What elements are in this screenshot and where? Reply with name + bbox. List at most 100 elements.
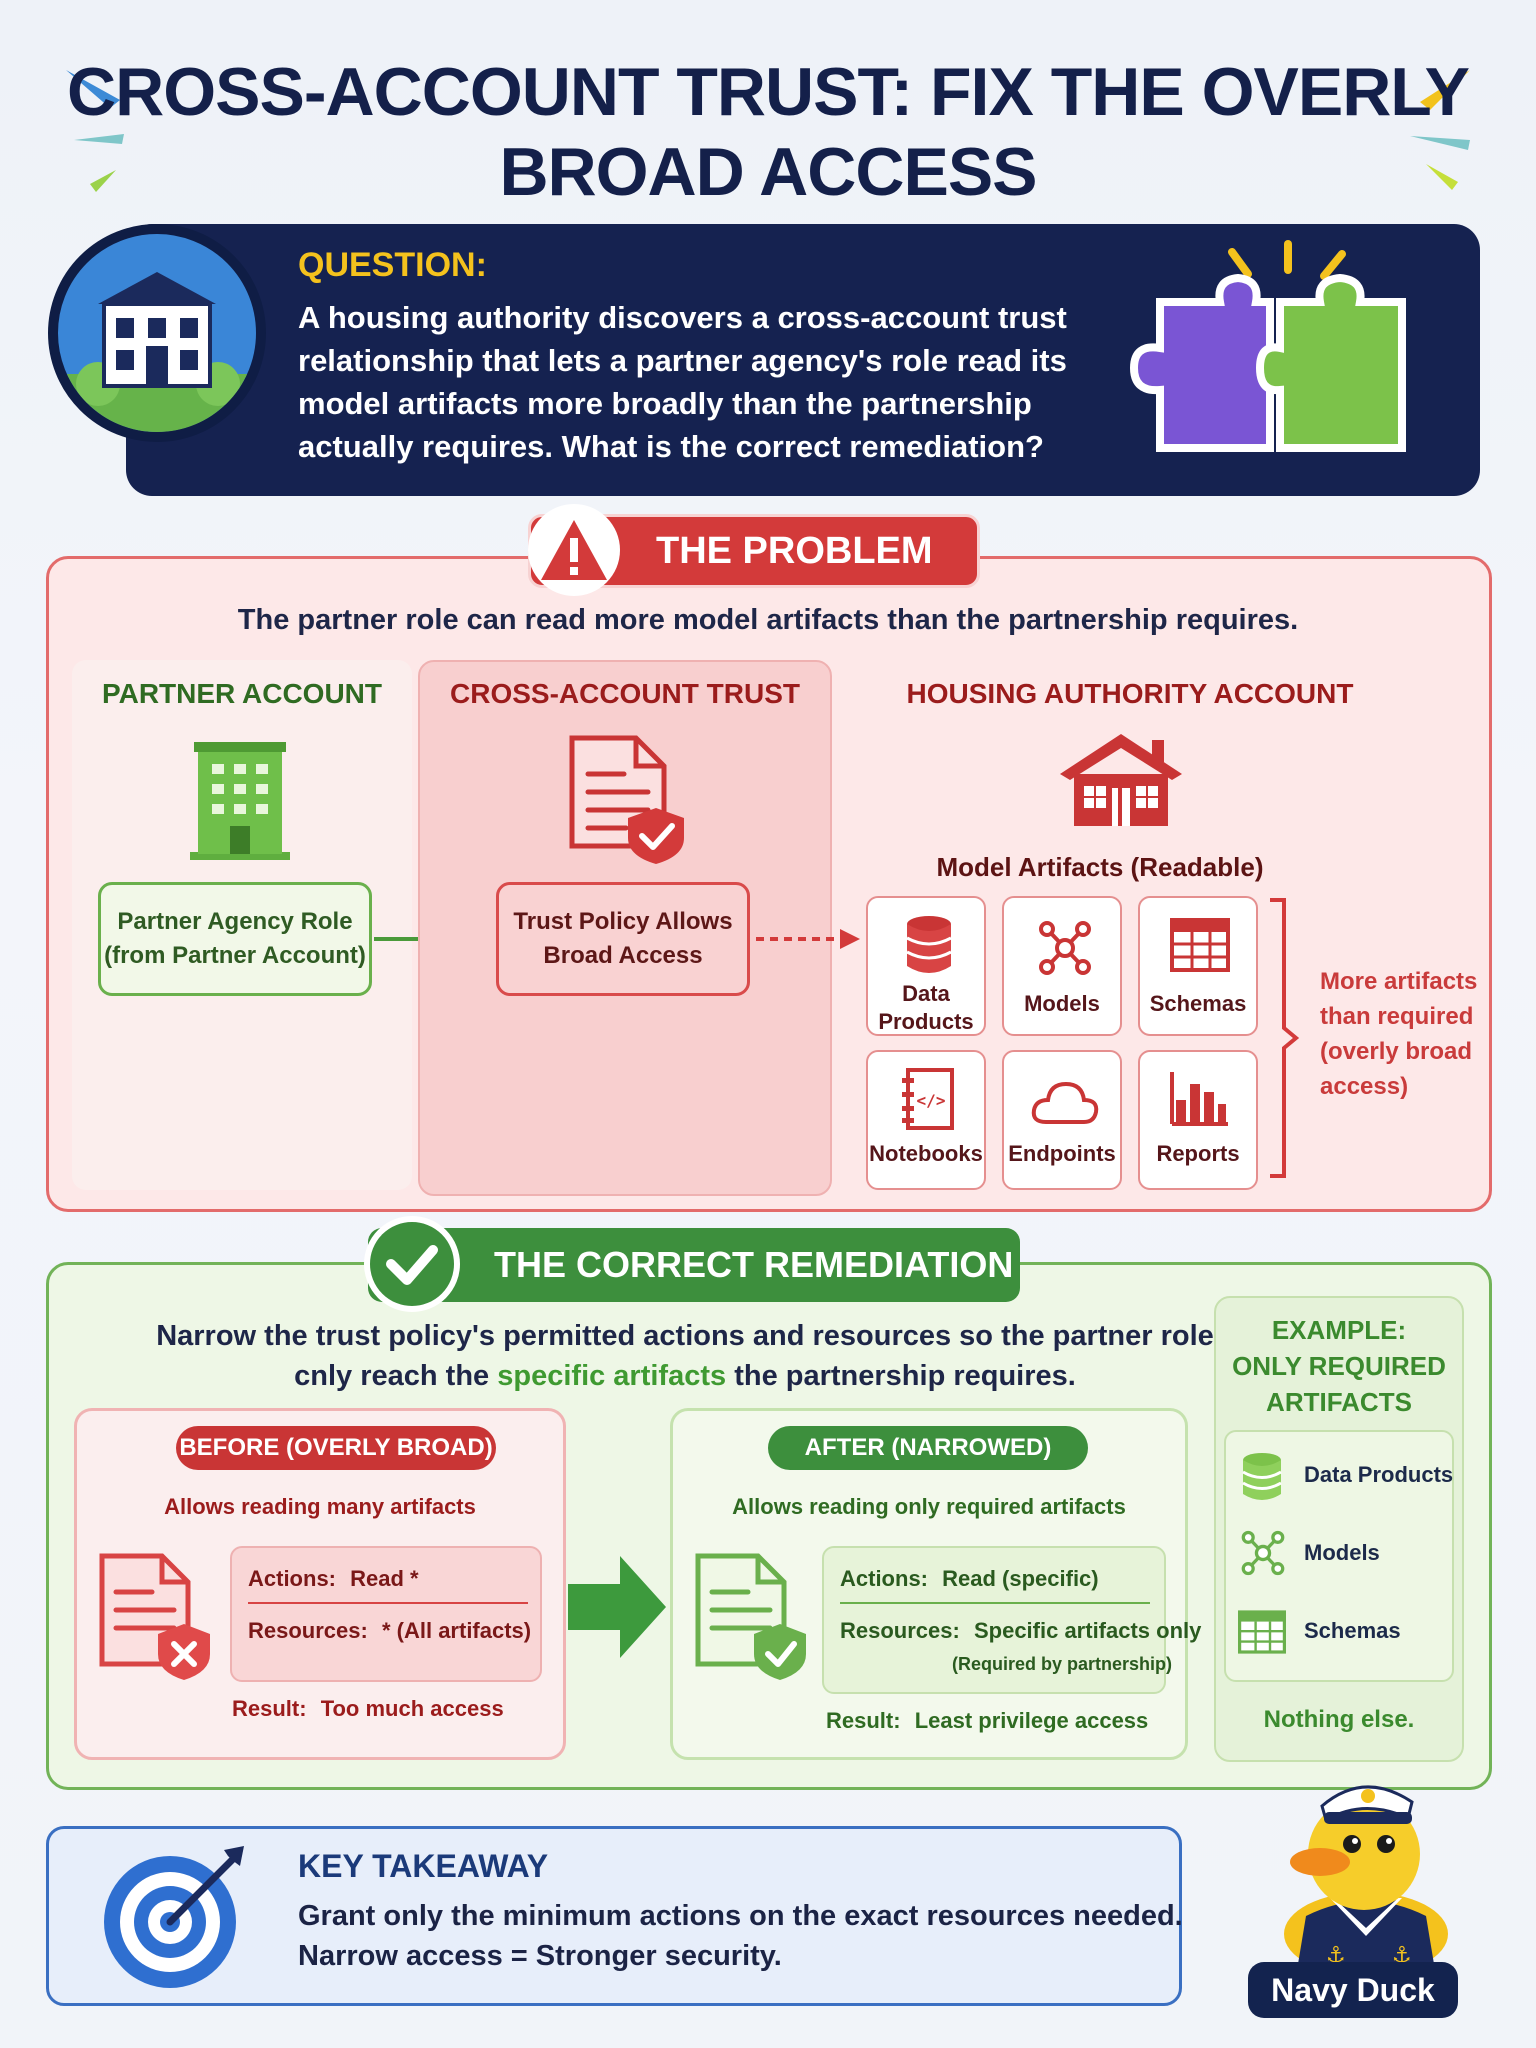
artifact-label: Reports <box>1156 1141 1240 1166</box>
after-result: Result: Least privilege access <box>826 1708 1148 1734</box>
page-title: CROSS-ACCOUNT TRUST: FIX THE OVERLY BROA… <box>0 52 1536 212</box>
after-actions-value: Read (specific) <box>942 1566 1099 1591</box>
housing-authority-heading: HOUSING AUTHORITY ACCOUNT <box>906 678 1354 709</box>
after-result-label: Result: <box>826 1708 901 1733</box>
takeaway-text: Grant only the minimum actions on the ex… <box>298 1896 1183 1976</box>
artifact-label: Schemas <box>1149 991 1247 1016</box>
note-line-4: access) <box>1320 1073 1409 1100</box>
remediation-desc-part-3: the partnership requires. <box>726 1360 1076 1392</box>
house-icon <box>48 224 266 442</box>
notebook-icon: </> <box>902 1068 954 1130</box>
after-pill: AFTER (NARROWED) <box>768 1426 1088 1470</box>
partner-role-line-1: Partner Agency Role <box>117 908 353 935</box>
example-title-line-3: ARTIFACTS <box>1266 1387 1412 1417</box>
artifact-notebooks: </> Notebooks <box>866 1050 986 1190</box>
trust-heading: CROSS-ACCOUNT TRUST <box>450 678 800 709</box>
artifact-label: Products <box>878 1009 974 1034</box>
navy-duck-mascot: ⚓ ⚓ <box>1284 1785 1448 1976</box>
before-policy-box: Actions: Read * Resources: * (All artifa… <box>230 1546 542 1682</box>
example-title-line-2: ONLY REQUIRED <box>1232 1351 1446 1381</box>
partner-role-line-2: (from Partner Account) <box>104 942 366 969</box>
network-icon <box>1241 1530 1285 1576</box>
svg-text:</>: </> <box>917 1091 946 1110</box>
artifact-reports: Reports <box>1138 1050 1258 1190</box>
check-icon <box>386 1245 438 1285</box>
remediation-heading: THE CORRECT REMEDIATION <box>494 1244 1014 1285</box>
check-badge <box>364 1216 460 1312</box>
example-title-line-1: EXAMPLE: <box>1271 1315 1407 1345</box>
warning-badge <box>528 504 620 596</box>
database-icon <box>906 916 952 973</box>
before-resources-label: Resources: <box>248 1618 368 1643</box>
trust-policy-line-1: Trust Policy Allows <box>513 908 733 935</box>
before-subtitle: Allows reading many artifacts <box>164 1494 476 1519</box>
remediation-desc-part-1: Narrow the trust policy's permitted acti… <box>156 1320 1214 1352</box>
problem-description: The partner role can read more model art… <box>237 604 1299 636</box>
table-icon <box>1238 1610 1286 1654</box>
artifact-models: Models <box>1002 896 1122 1036</box>
note-line-3: (overly broad <box>1320 1038 1473 1065</box>
overly-broad-note: More artifacts than required (overly bro… <box>1320 964 1490 1104</box>
before-actions-value: Read * <box>350 1566 419 1591</box>
before-result-value: Too much access <box>320 1696 504 1721</box>
before-actions-label: Actions: <box>248 1566 336 1591</box>
before-resources-value: * (All artifacts) <box>381 1618 532 1643</box>
mascot-name-badge: Navy Duck <box>1248 1962 1458 2018</box>
after-divider <box>840 1602 1150 1604</box>
artifact-label: Endpoints <box>1008 1141 1116 1166</box>
artifact-label: Data <box>902 981 950 1006</box>
before-result-label: Result: <box>232 1696 307 1721</box>
trust-policy-box: Trust Policy Allows Broad Access <box>496 882 750 996</box>
dashed-arrow-icon <box>756 929 860 949</box>
table-icon <box>1170 918 1230 972</box>
problem-heading: THE PROBLEM <box>656 530 933 572</box>
takeaway-line-1: Grant only the minimum actions on the ex… <box>298 1900 1183 1932</box>
before-pill: BEFORE (OVERLY BROAD) <box>176 1426 496 1470</box>
before-divider <box>248 1602 528 1604</box>
remediation-desc-part-2: cnly reach the <box>294 1360 498 1392</box>
artifact-data-products: Data Products <box>866 896 986 1036</box>
trust-policy-line-2: Broad Access <box>543 942 703 969</box>
after-policy-box: Actions: Read (specific) Resources: Spec… <box>822 1546 1201 1694</box>
takeaway-title: KEY TAKEAWAY <box>298 1848 549 1884</box>
puzzle-icon <box>1129 240 1406 452</box>
example-item-data-products: Data Products <box>1304 1462 1454 1487</box>
partner-agency-role-box: Partner Agency Role (from Partner Accoun… <box>98 882 372 996</box>
remediation-desc-highlight: specific artifacts <box>497 1360 727 1392</box>
after-actions-label: Actions: <box>840 1566 928 1591</box>
after-resources-note: (Required by partnership) <box>952 1654 1173 1674</box>
artifact-label: Notebooks <box>869 1141 983 1166</box>
title-line-2: BROAD ACCESS <box>499 134 1037 210</box>
after-subtitle: Allows reading only required artifacts <box>732 1494 1126 1519</box>
question-label: QUESTION: <box>298 246 487 284</box>
title-sparkles-right <box>1410 70 1470 190</box>
warning-icon <box>541 520 607 580</box>
title-line-1: CROSS-ACCOUNT TRUST: FIX THE OVERLY <box>67 54 1470 130</box>
after-resources-label: Resources: <box>840 1618 960 1643</box>
after-result-value: Least privilege access <box>914 1708 1149 1733</box>
example-item-schemas: Schemas <box>1304 1618 1401 1643</box>
big-arrow-icon <box>568 1556 666 1658</box>
example-footer: Nothing else. <box>1263 1706 1415 1733</box>
title-sparkles-left <box>66 70 124 192</box>
cloud-icon <box>1031 1081 1099 1124</box>
artifact-endpoints: Endpoints <box>1002 1050 1122 1190</box>
after-resources-value: Specific artifacts only <box>973 1618 1202 1643</box>
before-result: Result: Too much access <box>232 1696 504 1722</box>
remediation-heading-pill <box>368 1228 1020 1302</box>
note-line-1: More artifacts <box>1320 968 1478 995</box>
network-icon <box>1039 921 1091 975</box>
denied-document-icon <box>99 1553 210 1680</box>
example-item-models: Models <box>1304 1540 1380 1565</box>
model-artifacts-heading: Model Artifacts (Readable) <box>936 852 1264 882</box>
partner-account-heading: PARTNER ACCOUNT <box>102 678 382 709</box>
target-icon <box>104 1846 244 1988</box>
artifact-schemas: Schemas <box>1138 896 1258 1036</box>
database-icon <box>1242 1453 1282 1500</box>
example-title: EXAMPLE: ONLY REQUIRED ARTIFACTS <box>1214 1312 1464 1420</box>
approved-document-icon <box>695 1553 806 1680</box>
svg-text:⚓: ⚓ <box>1326 1943 1346 1968</box>
bar-chart-icon <box>1170 1072 1228 1126</box>
housing-authority-house-icon <box>1060 734 1182 826</box>
remediation-description: Narrow the trust policy's permitted acti… <box>150 1316 1220 1396</box>
